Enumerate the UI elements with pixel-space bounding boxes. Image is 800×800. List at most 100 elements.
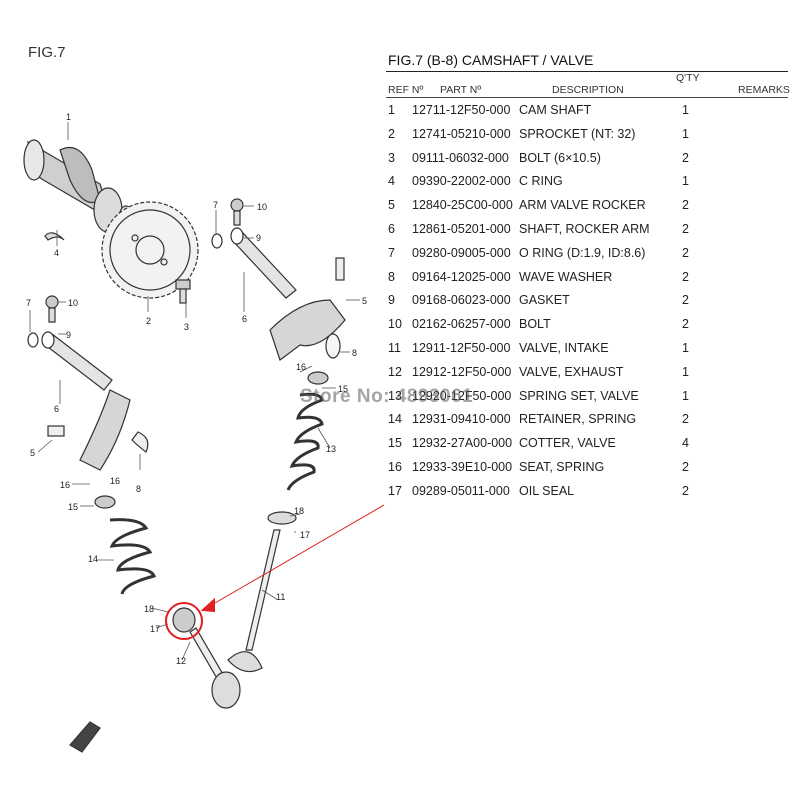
header-part: PART Nº — [440, 84, 482, 96]
cell-description: OIL SEAL — [519, 483, 575, 498]
callout-number: 16 — [60, 480, 70, 490]
callout-number: 10 — [257, 202, 267, 212]
cell-description: SPRING SET, VALVE — [519, 388, 639, 403]
cell-description: SHAFT, ROCKER ARM — [519, 222, 650, 236]
callout-number: 2 — [146, 316, 151, 326]
cell-description: RETAINER, SPRING — [519, 412, 637, 427]
rocker-shaft-left-drawing — [27, 295, 149, 471]
callout-number: 12 — [176, 656, 186, 666]
callout-number: 14 — [88, 554, 98, 564]
cell-description: GASKET — [519, 293, 570, 308]
callout-number: 15 — [338, 384, 348, 394]
cell-ref: 9 — [388, 293, 395, 308]
highlight-marker — [165, 504, 385, 640]
cell-qty: 2 — [682, 150, 689, 165]
cell-qty: 1 — [682, 126, 689, 141]
callout-number: 16 — [296, 362, 306, 372]
cell-qty: 2 — [682, 483, 689, 498]
header-divider — [386, 97, 788, 98]
cell-ref: 15 — [388, 436, 402, 451]
cell-qty: 2 — [682, 222, 689, 236]
bolt-drawing — [175, 279, 191, 304]
callout-number: 10 — [68, 298, 78, 308]
callout-number: 4 — [54, 248, 59, 258]
callout-number: 18 — [294, 506, 304, 516]
callout-number: 13 — [326, 444, 336, 454]
figure-label: FIG.7 — [28, 44, 66, 61]
cell-qty: 2 — [682, 293, 689, 308]
header-ref: REF Nº — [388, 84, 424, 96]
cell-qty: 1 — [682, 103, 689, 117]
cell-qty: 2 — [682, 269, 689, 284]
callout-number: 7 — [26, 298, 31, 308]
cell-part: 09390-22002-000 — [412, 174, 511, 189]
cell-ref: 12 — [388, 364, 402, 379]
cell-description: BOLT (6×10.5) — [519, 150, 601, 165]
cell-part: 02162-06257-000 — [412, 317, 511, 332]
cell-ref: 2 — [388, 126, 395, 141]
cell-ref: 3 — [388, 150, 395, 165]
title-divider — [386, 71, 788, 72]
callout-number: 18 — [144, 604, 154, 614]
cell-part: 12933-39E10-000 — [412, 460, 513, 474]
cell-qty: 1 — [682, 174, 689, 189]
c-ring-drawing — [44, 232, 65, 241]
callout-number: 1 — [66, 112, 71, 122]
callout-number: 15 — [68, 502, 78, 512]
cell-description: WAVE WASHER — [519, 269, 613, 284]
cell-ref: 16 — [388, 460, 402, 474]
parts-table-row: 1 12711-12F50-000 CAM SHAFT 1 — [386, 101, 788, 125]
valve-spring-right-drawing — [267, 371, 329, 525]
callout-number: 8 — [136, 484, 141, 494]
cell-ref: 11 — [388, 341, 401, 355]
cell-ref: 7 — [388, 245, 395, 260]
cell-part: 12920-12F50-000 — [412, 388, 512, 403]
cell-ref: 1 — [388, 103, 395, 117]
cell-part: 12840-25C00-000 — [412, 198, 513, 213]
sprocket-drawing — [101, 201, 199, 299]
cell-qty: 2 — [682, 245, 689, 260]
cell-description: VALVE, EXHAUST — [519, 364, 624, 379]
cell-part: 12932-27A00-000 — [412, 436, 513, 451]
callout-number: 3 — [184, 322, 189, 332]
parts-table-row: 4 09390-22002-000 C RING 1 — [386, 172, 788, 196]
callout-number: 17 — [300, 530, 310, 540]
intake-valve-drawing — [227, 529, 281, 673]
callout-number: 5 — [362, 296, 367, 306]
cell-part: 09111-06032-000 — [412, 150, 509, 165]
rocker-shaft-right-drawing — [211, 198, 346, 361]
cell-description: O RING (D:1.9, ID:8.6) — [519, 245, 646, 260]
cell-part: 12711-12F50-000 — [412, 103, 511, 117]
cell-ref: 4 — [388, 174, 395, 189]
header-remarks: REMARKS — [738, 84, 790, 96]
parts-table-row: 9 09168-06023-000 GASKET 2 — [386, 291, 788, 315]
cell-qty: 2 — [682, 460, 689, 474]
watermark-text: Store No: 4893061 — [300, 386, 474, 407]
callout-number: 17 — [150, 624, 160, 634]
cell-part: 12931-09410-000 — [412, 412, 511, 427]
cell-part: 09168-06023-000 — [412, 293, 511, 308]
cell-qty: 1 — [682, 341, 689, 355]
cell-ref: 5 — [388, 198, 395, 213]
callout-number: 5 — [30, 448, 35, 458]
cell-ref: 17 — [388, 483, 402, 498]
cell-ref: 14 — [388, 412, 402, 427]
cell-description: SPROCKET (NT: 32) — [519, 126, 636, 141]
cell-description: CAM SHAFT — [519, 103, 592, 117]
callout-number: 6 — [242, 314, 247, 324]
cell-description: C RING — [519, 174, 563, 189]
cell-part: 09289-05011-000 — [412, 483, 510, 498]
header-description: DESCRIPTION — [552, 84, 624, 96]
callout-number: 8 — [352, 348, 357, 358]
